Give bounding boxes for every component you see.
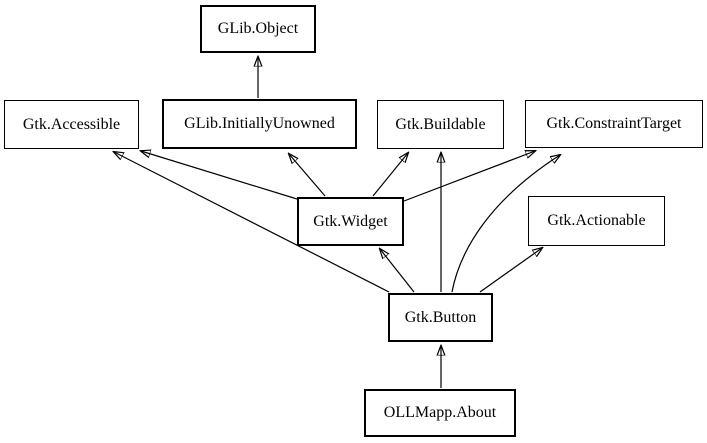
node-glib-object[interactable]: GLib.Object [200, 5, 316, 53]
node-gtk-actionable[interactable]: Gtk.Actionable [528, 196, 665, 246]
node-gtk-accessible[interactable]: Gtk.Accessible [4, 100, 139, 149]
node-gtk-widget[interactable]: Gtk.Widget [297, 197, 404, 246]
node-gtk-button[interactable]: Gtk.Button [388, 293, 493, 342]
edge-button-to-actionable [479, 248, 542, 293]
node-gtk-accessible-label: Gtk.Accessible [22, 115, 121, 133]
node-gtk-constrainttarget[interactable]: Gtk.ConstraintTarget [525, 100, 703, 148]
edge-button-to-widget [380, 249, 415, 293]
edge-widget-to-accessible [141, 151, 298, 200]
node-glib-initiallyunowned[interactable]: GLib.InitiallyUnowned [162, 99, 357, 149]
node-ollmapp-about-label: OLLMapp.About [383, 404, 497, 421]
node-gtk-button-label: Gtk.Button [404, 308, 477, 326]
edge-widget-to-buildable [372, 153, 408, 197]
node-gtk-widget-label: Gtk.Widget [313, 212, 388, 230]
node-gtk-buildable[interactable]: Gtk.Buildable [377, 100, 504, 149]
edge-button-to-accessible [114, 152, 390, 293]
node-glib-initiallyunowned-label: GLib.InitiallyUnowned [184, 115, 335, 132]
node-ollmapp-about[interactable]: OLLMapp.About [364, 389, 516, 437]
node-glib-object-label: GLib.Object [217, 20, 299, 37]
node-gtk-buildable-label: Gtk.Buildable [395, 115, 486, 133]
edge-widget-to-constrainttarget [403, 151, 535, 202]
edge-widget-to-initiallyunowned [289, 154, 326, 197]
node-gtk-constrainttarget-label: Gtk.ConstraintTarget [546, 115, 682, 132]
node-gtk-actionable-label: Gtk.Actionable [547, 212, 646, 229]
edge-button-to-constrainttarget [451, 155, 560, 293]
